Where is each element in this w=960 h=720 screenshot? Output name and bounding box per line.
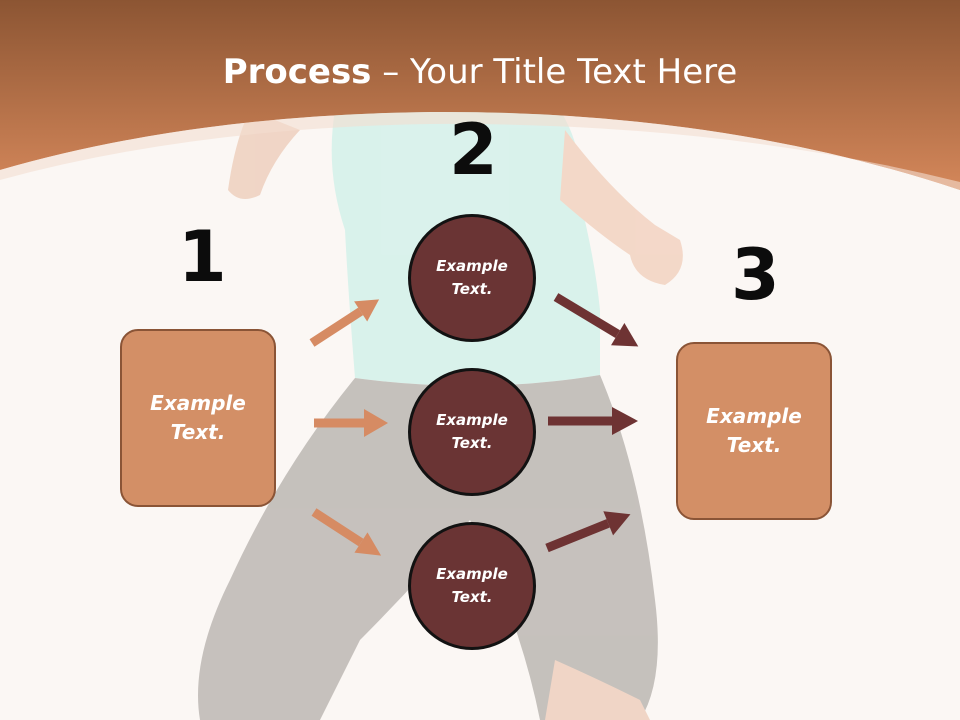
arrow-to-circle-2 bbox=[314, 409, 388, 437]
arrow-from-circle-3 bbox=[545, 511, 631, 553]
arrows-right bbox=[545, 293, 639, 553]
arrow-to-circle-3 bbox=[311, 508, 382, 556]
title-bold: Process bbox=[222, 52, 372, 92]
circle-2-line2: Text. bbox=[451, 434, 493, 452]
circle-3-line2: Text. bbox=[451, 588, 493, 606]
step-circle-2: Example Text. bbox=[408, 368, 536, 496]
step-box-1-line2: Text. bbox=[170, 420, 226, 444]
step-box-3-line2: Text. bbox=[726, 433, 782, 457]
slide-title: Process – Your Title Text Here bbox=[0, 52, 960, 92]
step-box-3: Example Text. bbox=[676, 342, 832, 520]
circle-1-line1: Example bbox=[436, 257, 508, 275]
step-box-1-line1: Example bbox=[150, 391, 246, 415]
step-number-1: 1 bbox=[178, 216, 227, 298]
arrow-from-circle-2 bbox=[548, 407, 638, 435]
step-box-3-line1: Example bbox=[706, 404, 802, 428]
title-rest: – Your Title Text Here bbox=[371, 52, 738, 92]
step-circle-1: Example Text. bbox=[408, 214, 536, 342]
step-circle-3: Example Text. bbox=[408, 522, 536, 650]
header-band bbox=[0, 0, 960, 190]
arrow-from-circle-1 bbox=[553, 293, 639, 347]
step-number-2: 2 bbox=[449, 109, 498, 191]
step-box-1: Example Text. bbox=[120, 329, 276, 507]
step-number-3: 3 bbox=[731, 234, 780, 316]
circle-1-line2: Text. bbox=[451, 280, 493, 298]
arrow-to-circle-1 bbox=[309, 299, 380, 347]
circle-3-line1: Example bbox=[436, 565, 508, 583]
arrows-left bbox=[309, 299, 388, 556]
circle-2-line1: Example bbox=[436, 411, 508, 429]
